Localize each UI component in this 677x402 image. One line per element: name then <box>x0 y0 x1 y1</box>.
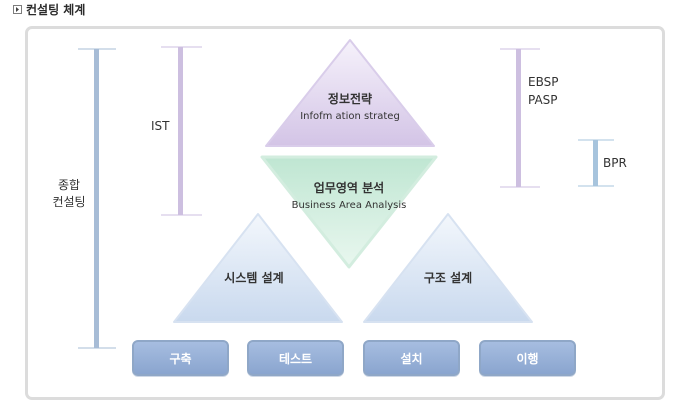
business-analysis-triangle <box>260 155 438 269</box>
info-strategy-label: 정보전략 Infofm ation strateg <box>300 91 400 125</box>
install-button[interactable]: 설치 <box>363 340 460 376</box>
info-strategy-subtitle: Infofm ation strateg <box>300 111 400 122</box>
test-button[interactable]: 테스트 <box>247 340 344 376</box>
info-strategy-title: 정보전략 <box>327 92 373 106</box>
section-title: 컨설팅 체계 <box>13 2 86 17</box>
build-button[interactable]: 구축 <box>132 340 229 376</box>
ist-label: IST <box>151 119 170 133</box>
business-analysis-subtitle: Business Area Analysis <box>291 200 407 211</box>
bpr-bracket <box>578 139 614 187</box>
comprehensive-label-line2: 컨설팅 <box>52 195 86 209</box>
section-title-text: 컨설팅 체계 <box>26 2 86 17</box>
business-analysis-label: 업무영역 분석 Business Area Analysis <box>292 180 407 214</box>
comprehensive-label: 종합 컨설팅 <box>52 177 85 211</box>
ebsp-bracket <box>500 48 540 188</box>
arrow-right-icon <box>13 4 22 14</box>
structure-design-title: 구조 설계 <box>423 271 473 285</box>
info-strategy-triangle <box>265 39 435 147</box>
system-design-title: 시스템 설계 <box>224 271 284 285</box>
migration-button[interactable]: 이행 <box>479 340 576 376</box>
system-design-triangle <box>173 213 343 323</box>
business-analysis-title: 업무영역 분석 <box>313 181 385 195</box>
structure-design-triangle <box>363 213 533 323</box>
ist-bracket <box>161 46 202 216</box>
bpr-label: BPR <box>603 156 627 170</box>
comprehensive-label-line1: 종합 <box>57 178 81 192</box>
comprehensive-bracket <box>78 48 116 349</box>
pasp-label: PASP <box>528 93 558 107</box>
ebsp-label: EBSP <box>528 75 559 89</box>
